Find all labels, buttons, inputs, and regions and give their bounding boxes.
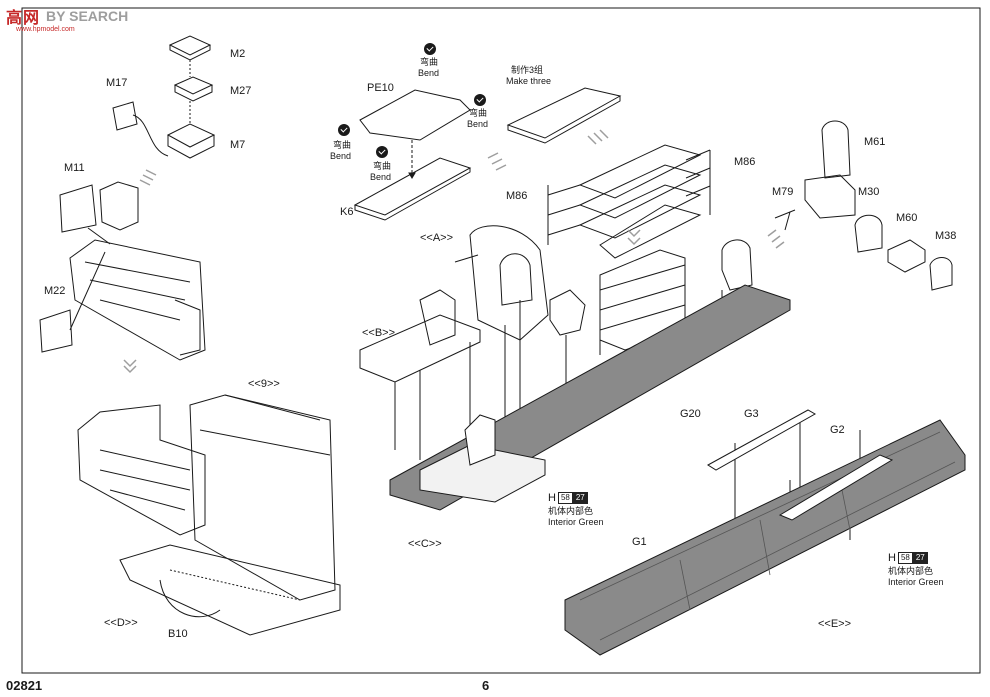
bend-icon (474, 94, 486, 106)
watermark-logo: 高 网 BY SEARCH www.hpmodel.com (6, 4, 129, 33)
label-k6: K6 (340, 206, 354, 218)
bend-en-2: Bend (467, 119, 489, 129)
part-m60 (887, 239, 926, 273)
bend-icon (338, 124, 350, 136)
label-m11: M11 (64, 162, 85, 174)
label-sub-e: <<E>> (818, 618, 852, 630)
watermark-url: www.hpmodel.com (16, 26, 75, 33)
label-m27: M27 (230, 85, 252, 97)
bend-icon (376, 146, 388, 158)
paint-h: H (888, 552, 896, 564)
note-make-three-cn: 制作3组 (511, 65, 544, 75)
label-sub-d: <<D>> (104, 617, 138, 629)
bend-cn-1: 弯曲 (420, 57, 439, 67)
bend-en-1: Bend (418, 68, 440, 78)
part-pe10 (359, 89, 471, 141)
page-frame (21, 7, 981, 674)
part-m17 (112, 101, 138, 131)
product-code: 02821 (6, 678, 43, 693)
paint-code-1: H 58 27 (548, 492, 588, 504)
label-m79: M79 (772, 186, 794, 198)
part-m7 (166, 123, 216, 159)
label-m2: M2 (230, 48, 246, 60)
label-g1: G1 (632, 536, 647, 548)
part-m30 (854, 214, 883, 253)
part-seat-back (721, 239, 753, 291)
watermark-cn: 高 (6, 8, 24, 27)
paint-cn-1: 机体内部色 (548, 506, 594, 516)
part-small-seat (549, 289, 586, 336)
part-9-panel (189, 394, 336, 601)
part-box (99, 181, 139, 231)
paint-code-2: H 58 27 (888, 552, 928, 564)
label-m30: M30 (858, 186, 880, 198)
label-sub-b: <<B>> (362, 327, 396, 339)
paint-code-b: 27 (572, 492, 588, 504)
part-m79 (774, 209, 796, 231)
label-g2: G2 (830, 424, 845, 436)
part-b10-floor (119, 544, 341, 636)
part-g1-floor (564, 419, 966, 656)
part-m27 (173, 76, 214, 102)
part-m11 (59, 184, 97, 233)
bend-en-4: Bend (370, 172, 392, 182)
label-m86-left: M86 (506, 190, 528, 202)
part-m2 (168, 35, 212, 61)
page-number: 6 (482, 678, 490, 693)
part-seat-base (804, 174, 856, 219)
paint-en-1: Interior Green (548, 517, 604, 527)
bend-cn-4: 弯曲 (373, 161, 392, 171)
bend-cn-3: 弯曲 (333, 140, 352, 150)
part-m38 (929, 257, 953, 291)
part-g2 (778, 454, 894, 521)
part-make-three (506, 87, 622, 144)
part-m61 (821, 120, 851, 179)
label-g20: G20 (680, 408, 701, 420)
part-m86-shelves (547, 144, 711, 259)
paint-cn-2: 机体内部色 (888, 566, 934, 576)
label-m61: M61 (864, 136, 886, 148)
label-m86-right: M86 (734, 156, 756, 168)
label-m60: M60 (896, 212, 918, 224)
label-b10: B10 (168, 628, 188, 640)
paint-code-a: 58 (557, 492, 573, 504)
label-m17: M17 (106, 77, 128, 89)
paint-code-a: 58 (897, 552, 913, 564)
label-sub-c: <<C>> (408, 538, 442, 550)
label-m22: M22 (44, 285, 66, 297)
cockpit-wall-upper (69, 239, 206, 361)
note-make-three-en: Make three (506, 76, 552, 86)
part-m22 (39, 309, 73, 353)
bend-en-3: Bend (330, 151, 352, 161)
label-g3: G3 (744, 408, 759, 420)
paint-h: H (548, 492, 556, 504)
part-g3 (707, 409, 817, 471)
cockpit-wall-lower (77, 404, 206, 536)
label-m7: M7 (230, 139, 246, 151)
watermark-en: BY SEARCH (46, 8, 129, 24)
paint-code-b: 27 (912, 552, 928, 564)
bend-cn-2: 弯曲 (469, 108, 488, 118)
bend-icon (424, 43, 436, 55)
label-m38: M38 (935, 230, 957, 242)
part-a-bulkhead (469, 225, 549, 341)
part-b-platform (359, 314, 481, 383)
label-sub-a: <<A>> (420, 232, 454, 244)
label-pe10: PE10 (367, 82, 394, 94)
paint-en-2: Interior Green (888, 577, 944, 587)
watermark-cn2: 网 (23, 8, 41, 27)
label-sub-9: <<9>> (248, 378, 280, 390)
